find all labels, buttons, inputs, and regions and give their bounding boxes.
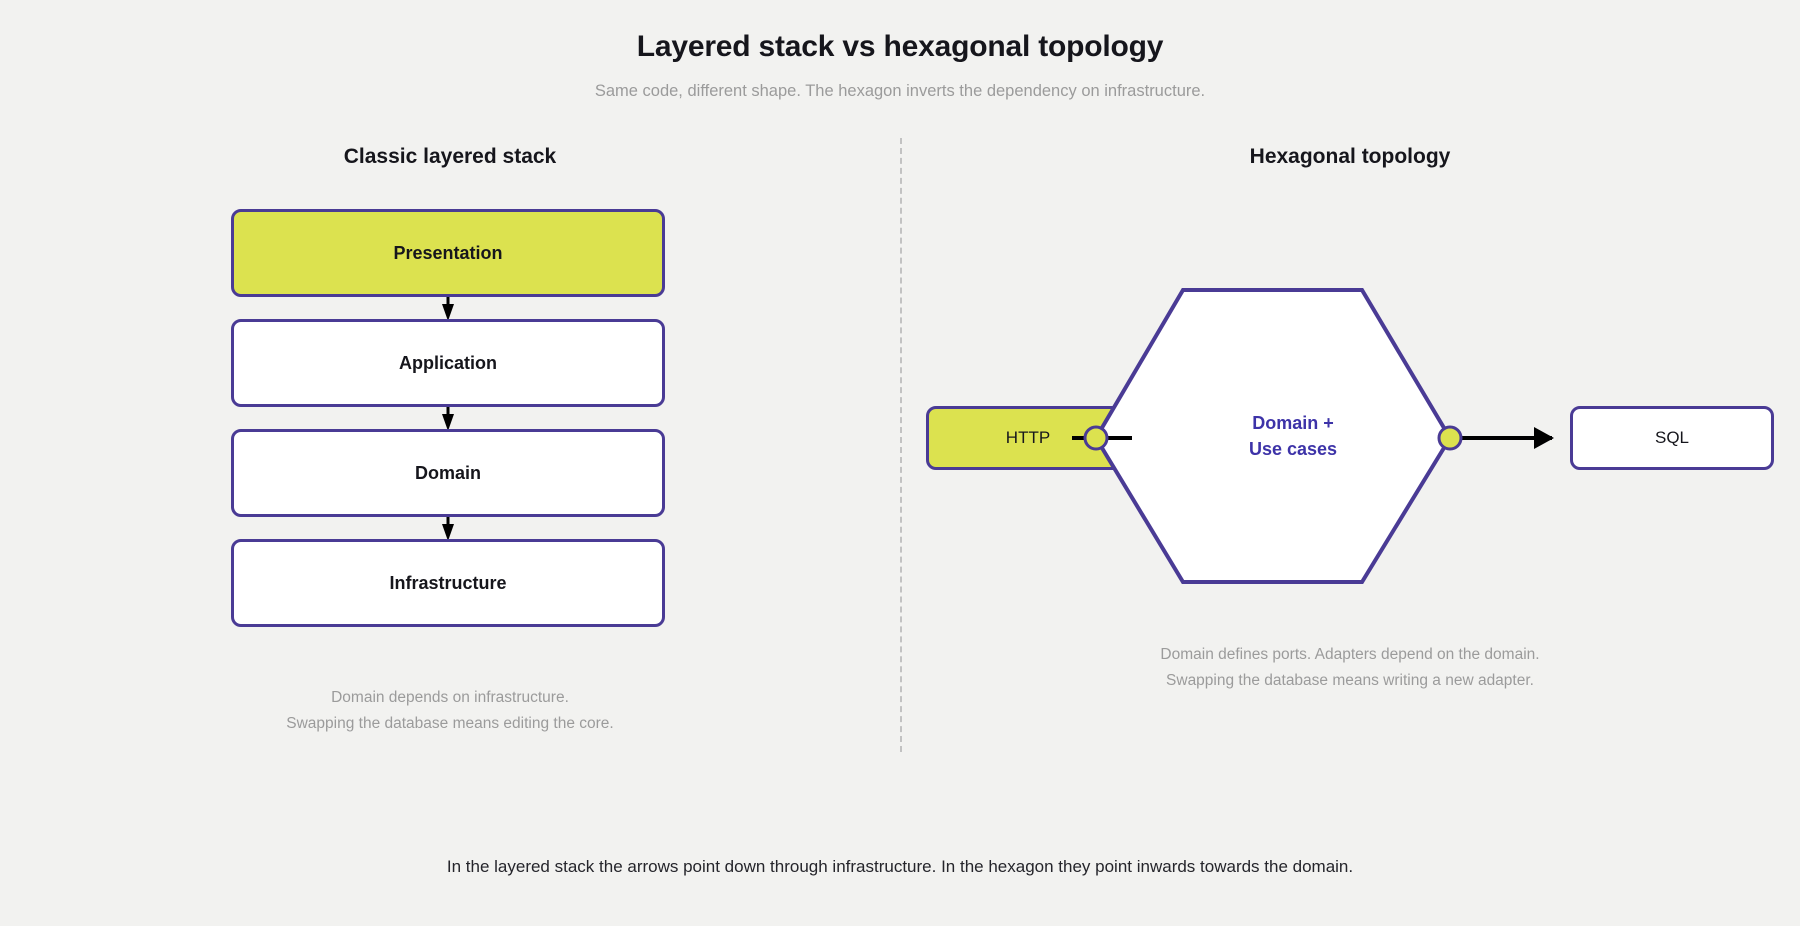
layer-label: Presentation [393, 242, 503, 263]
footer-note: In the layered stack the arrows point do… [446, 857, 1354, 876]
caption-line: Swapping the database means editing the … [286, 715, 614, 732]
page-subtitle: Same code, different shape. The hexagon … [594, 82, 1206, 100]
layer-box-infrastructure[interactable]: Infrastructure [231, 539, 665, 627]
layer-label: Application [399, 352, 497, 373]
arrow-head-into-sql [1534, 427, 1554, 449]
down-arrow-icon-2 [442, 407, 454, 431]
hexagonal-topology-diagram: HTTP SQL Domain + Use cases [920, 270, 1774, 600]
caption-line: Swapping the database means writing a ne… [1166, 672, 1534, 689]
right-port-icon[interactable] [1437, 425, 1463, 451]
adapter-label: HTTP [1005, 428, 1051, 447]
hexagon-core-svg [1072, 288, 1554, 584]
layer-box-application[interactable]: Application [231, 319, 665, 407]
adapter-label: SQL [1654, 428, 1690, 447]
page-title: Layered stack vs hexagonal topology [636, 30, 1164, 63]
layer-label: Domain [414, 462, 481, 483]
layer-box-presentation[interactable]: Presentation [231, 209, 665, 297]
layer-box-domain[interactable]: Domain [231, 429, 665, 517]
caption-line: Domain depends on infrastructure. [331, 689, 569, 706]
panel-divider [900, 138, 902, 752]
right-panel-caption: Domain defines ports. Adapters depend on… [1040, 642, 1660, 694]
adapter-box-sql[interactable]: SQL [1570, 406, 1774, 470]
left-port-icon[interactable] [1083, 425, 1109, 451]
caption-line: Domain defines ports. Adapters depend on… [1160, 646, 1540, 663]
left-panel-title: Classic layered stack [343, 145, 557, 168]
layer-label: Infrastructure [389, 572, 507, 593]
right-panel-title: Hexagonal topology [1249, 145, 1451, 168]
down-arrow-icon-1 [442, 297, 454, 321]
down-arrow-icon-3 [442, 517, 454, 541]
left-panel-caption: Domain depends on infrastructure. Swappi… [140, 685, 760, 737]
hexagon-core-shape[interactable] [1093, 288, 1453, 584]
